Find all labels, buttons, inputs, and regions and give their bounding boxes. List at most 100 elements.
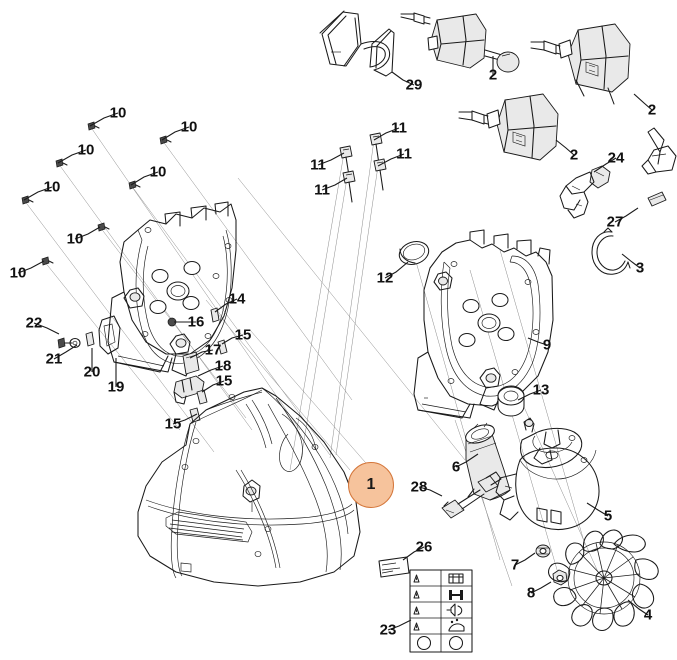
part-23-safety-label bbox=[409, 569, 473, 653]
leader-line-29 bbox=[391, 71, 415, 86]
callout-18[interactable]: 18 bbox=[214, 357, 232, 375]
part-11-screws bbox=[339, 132, 387, 203]
small-hardware-group bbox=[57, 307, 228, 423]
callout-10[interactable]: 10 bbox=[180, 118, 198, 136]
assembly-guide-lines bbox=[23, 125, 599, 587]
callout-7[interactable]: 7 bbox=[510, 556, 520, 574]
part-14-pin bbox=[210, 307, 220, 323]
screw-10-e bbox=[21, 195, 34, 205]
callout-3[interactable]: 3 bbox=[635, 259, 645, 277]
callout-16[interactable]: 16 bbox=[187, 313, 205, 331]
screw-11-d bbox=[373, 158, 387, 191]
callout-2[interactable]: 2 bbox=[647, 101, 657, 119]
callout-11[interactable]: 11 bbox=[391, 119, 407, 137]
leader-line-2 bbox=[555, 139, 575, 156]
leader-line-11 bbox=[321, 177, 348, 191]
part-2-switch-module-top bbox=[400, 12, 520, 73]
part-15-screw-a bbox=[217, 339, 228, 355]
callout-10[interactable]: 10 bbox=[109, 104, 127, 122]
callout-13[interactable]: 13 bbox=[532, 381, 550, 399]
callout-4[interactable]: 4 bbox=[643, 606, 653, 624]
leader-line-10 bbox=[161, 126, 190, 141]
leader-line-15 bbox=[201, 380, 225, 393]
leader-line-28 bbox=[418, 486, 443, 497]
callout-2[interactable]: 2 bbox=[569, 146, 579, 164]
leader-line-15 bbox=[172, 413, 198, 425]
part-8-nut bbox=[552, 569, 568, 586]
part-12-sleeve bbox=[398, 241, 430, 265]
callout-20[interactable]: 20 bbox=[83, 363, 101, 381]
part-1-blower-housing bbox=[137, 387, 361, 587]
callout-10[interactable]: 10 bbox=[66, 230, 84, 248]
leader-line-10 bbox=[74, 226, 101, 240]
callout-1[interactable]: 1 bbox=[348, 462, 394, 508]
callout-5[interactable]: 5 bbox=[603, 507, 613, 525]
leader-line-18 bbox=[197, 365, 224, 377]
leader-line-7 bbox=[514, 552, 536, 566]
leader-line-21 bbox=[53, 344, 78, 360]
part-9-fan-housing bbox=[413, 229, 554, 419]
screw-10-a bbox=[87, 121, 100, 131]
leader-line-2 bbox=[633, 93, 653, 111]
part-2-switch-module-middle bbox=[458, 93, 559, 161]
callout-26[interactable]: 26 bbox=[415, 538, 433, 556]
callout-24[interactable]: 24 bbox=[607, 149, 625, 167]
part-27-pin bbox=[647, 191, 667, 207]
leader-line-23 bbox=[387, 619, 412, 631]
screw-10-d bbox=[128, 180, 141, 190]
callout-8[interactable]: 8 bbox=[526, 584, 536, 602]
callout-12[interactable]: 12 bbox=[376, 269, 394, 287]
screw-11-b bbox=[342, 170, 356, 203]
leader-line-10 bbox=[130, 171, 159, 186]
part-5-electric-motor bbox=[495, 417, 600, 530]
part-17-spacer bbox=[182, 351, 200, 375]
callout-21[interactable]: 21 bbox=[45, 350, 63, 368]
left-fan-housing bbox=[107, 201, 237, 377]
mains-plug bbox=[641, 127, 677, 175]
callout-10[interactable]: 10 bbox=[77, 141, 95, 159]
leader-line-12 bbox=[384, 261, 409, 279]
callout-11[interactable]: 11 bbox=[396, 145, 412, 163]
leader-line-26 bbox=[402, 546, 425, 561]
callout-22[interactable]: 22 bbox=[25, 314, 43, 332]
screw-10-b bbox=[159, 135, 172, 145]
callout-2[interactable]: 2 bbox=[488, 66, 498, 84]
callout-29[interactable]: 29 bbox=[405, 76, 423, 94]
leader-line-11 bbox=[317, 152, 345, 166]
callout-10[interactable]: 10 bbox=[43, 178, 61, 196]
callout-15[interactable]: 15 bbox=[215, 372, 233, 390]
callout-10[interactable]: 10 bbox=[9, 264, 27, 282]
part-4-impeller-fan bbox=[548, 529, 659, 632]
callout-17[interactable]: 17 bbox=[204, 341, 222, 359]
callout-19[interactable]: 19 bbox=[107, 378, 125, 396]
screw-10-c bbox=[55, 158, 68, 168]
callout-15[interactable]: 15 bbox=[164, 415, 182, 433]
part-24-cable-clamp bbox=[559, 165, 611, 219]
leader-line-24 bbox=[593, 157, 617, 173]
callout-leader-lines bbox=[17, 56, 653, 631]
leader-line-10 bbox=[57, 149, 87, 164]
part-29-wire-stand bbox=[319, 10, 395, 77]
screw-10-f bbox=[97, 222, 110, 232]
callout-11[interactable]: 11 bbox=[310, 156, 326, 174]
leader-line-11 bbox=[377, 153, 405, 167]
leader-line-5 bbox=[586, 502, 609, 517]
callout-6[interactable]: 6 bbox=[451, 458, 461, 476]
leader-line-10 bbox=[23, 186, 53, 201]
callout-28[interactable]: 28 bbox=[410, 478, 428, 496]
part-7-washer bbox=[535, 544, 551, 558]
callout-11[interactable]: 11 bbox=[314, 181, 330, 199]
leader-line-10 bbox=[17, 260, 45, 274]
callout-23[interactable]: 23 bbox=[379, 621, 397, 639]
leader-line-10 bbox=[89, 112, 119, 127]
callout-15[interactable]: 15 bbox=[234, 326, 252, 344]
callout-9[interactable]: 9 bbox=[542, 336, 552, 354]
leader-line-13 bbox=[517, 389, 542, 401]
callout-10[interactable]: 10 bbox=[149, 163, 167, 181]
callout-14[interactable]: 14 bbox=[228, 290, 246, 308]
callout-27[interactable]: 27 bbox=[606, 213, 624, 231]
part-18-bracket bbox=[173, 375, 205, 405]
part-20-pin bbox=[85, 331, 95, 347]
part-3-retaining-ring bbox=[591, 227, 631, 275]
